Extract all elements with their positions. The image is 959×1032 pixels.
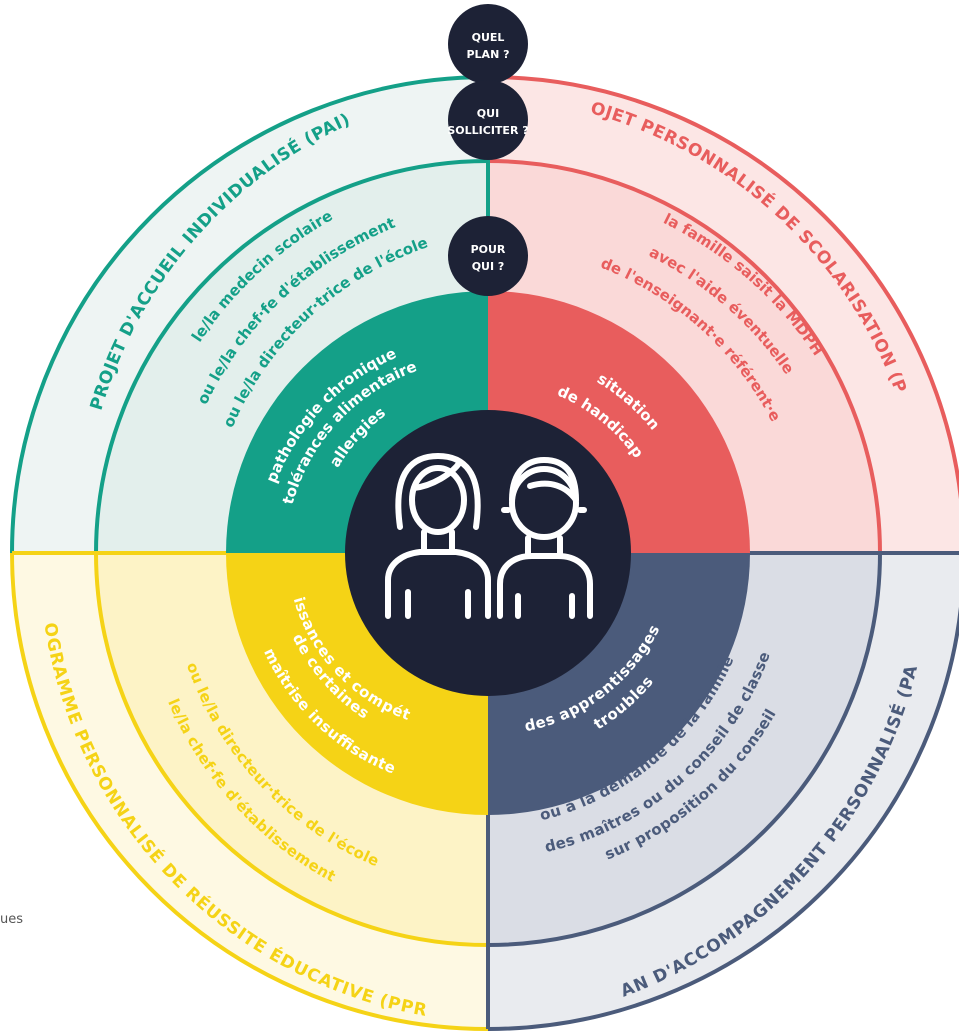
svg-text:PLAN ?: PLAN ? <box>466 48 509 61</box>
svg-text:SOLLICITER ?: SOLLICITER ? <box>447 124 528 137</box>
pai-outer-border <box>10 75 489 554</box>
pps-outer-border <box>487 75 959 500</box>
ppre-outer-border <box>10 552 489 1031</box>
pai-middle-border <box>94 159 489 554</box>
center-circle <box>345 410 631 696</box>
badge-qui-solliciter: QUI SOLLICITER ? <box>447 80 529 160</box>
pap-outer-border <box>487 606 959 1031</box>
pap-middle-border <box>487 552 882 947</box>
badge-pour-qui: POUR QUI ? <box>448 216 528 296</box>
svg-text:QUI: QUI <box>477 107 499 120</box>
two-children-icon <box>385 453 593 619</box>
badge-quel-plan: QUEL PLAN ? <box>448 4 528 84</box>
clipped-text: ues <box>0 912 24 927</box>
pps-middle-border <box>487 159 882 554</box>
svg-text:QUEL: QUEL <box>472 31 505 44</box>
svg-text:POUR: POUR <box>471 243 506 256</box>
ppre-middle-border <box>94 552 489 947</box>
svg-text:QUI ?: QUI ? <box>472 260 505 273</box>
